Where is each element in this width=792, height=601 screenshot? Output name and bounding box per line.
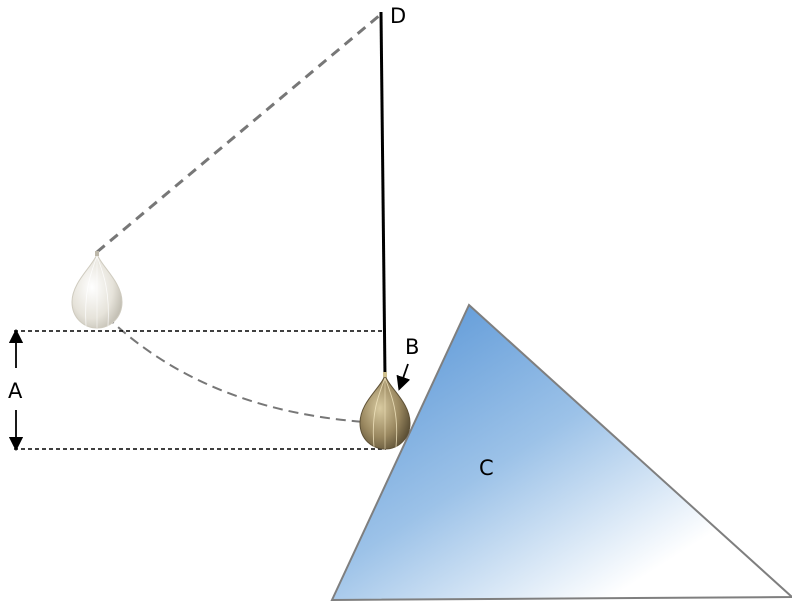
released-bob (71, 251, 123, 329)
incline-block (330, 303, 792, 601)
pivot-label: D (390, 4, 406, 28)
impact-bob (359, 372, 411, 450)
pendulum-string (379, 11, 387, 379)
height-label: A (8, 379, 23, 403)
bob-label: B (405, 335, 419, 359)
swing-arc-path (94, 304, 384, 424)
released-string (96, 13, 381, 254)
bob-pointer-arrow (396, 363, 411, 391)
block-label: C (479, 456, 494, 480)
